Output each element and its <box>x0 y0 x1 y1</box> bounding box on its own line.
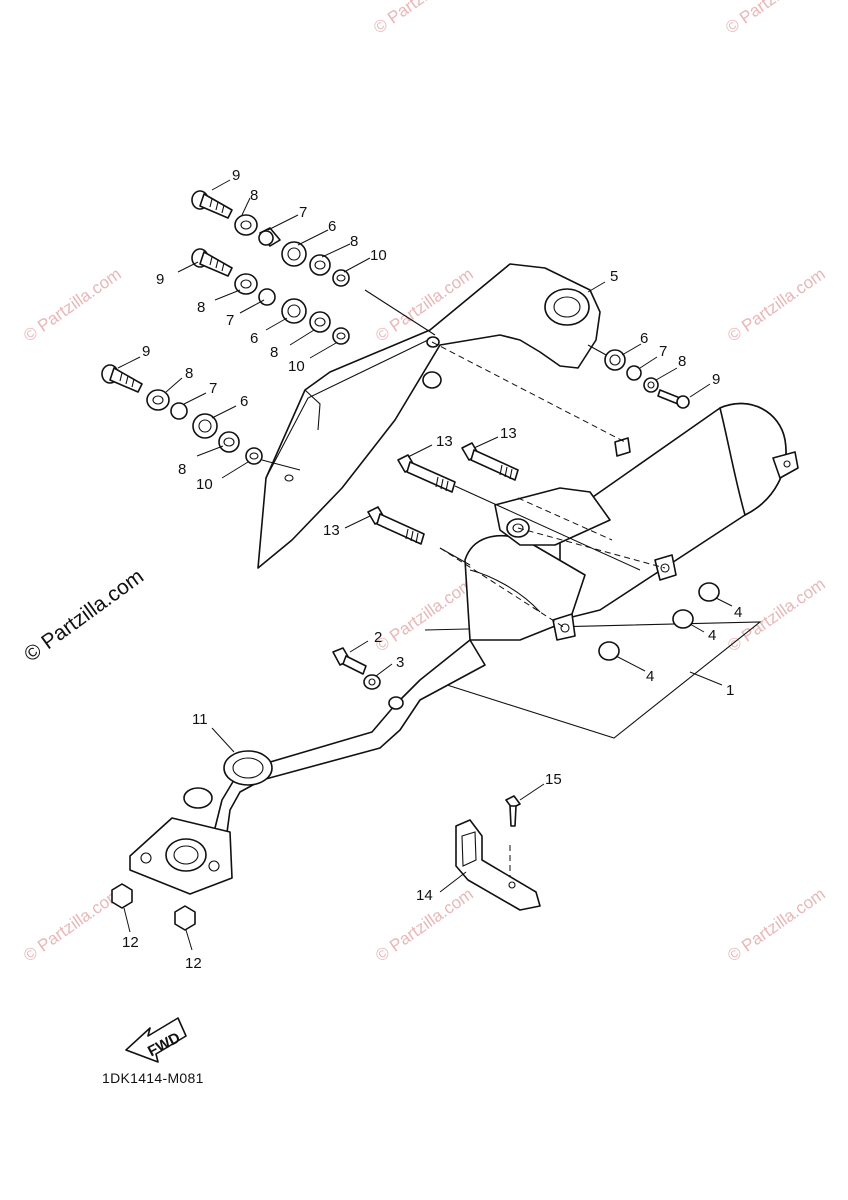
callout-8: 8 <box>185 365 193 382</box>
callout-2: 2 <box>374 629 382 646</box>
washer-8-middle-b[interactable] <box>309 311 331 333</box>
assembly-line <box>261 459 301 471</box>
washer-10-lower[interactable] <box>245 447 263 465</box>
collar-7-lower[interactable] <box>170 402 188 420</box>
callout-13: 13 <box>323 522 340 539</box>
callout-8: 8 <box>678 353 686 370</box>
washer-10-middle[interactable] <box>332 327 350 345</box>
callout-8: 8 <box>270 344 278 361</box>
callout-4: 4 <box>708 627 716 644</box>
bolt-13-upper-right[interactable] <box>461 442 519 481</box>
washer-8-upper-b[interactable] <box>309 254 331 276</box>
callout-14: 14 <box>416 887 433 904</box>
heat-guard-14[interactable] <box>455 819 541 911</box>
callout-12: 12 <box>122 934 139 951</box>
callout-9: 9 <box>156 271 164 288</box>
damper-6-middle[interactable] <box>281 298 307 324</box>
callout-4: 4 <box>646 668 654 685</box>
washer-8-upper[interactable] <box>234 214 258 236</box>
assembly-line <box>587 344 609 357</box>
callout-8: 8 <box>250 187 258 204</box>
callout-10: 10 <box>288 358 305 375</box>
callout-4: 4 <box>734 604 742 621</box>
screw-15[interactable] <box>505 795 521 827</box>
assembly-line <box>439 547 471 566</box>
callout-13: 13 <box>500 425 517 442</box>
callout-leaders <box>117 179 733 951</box>
bolt-2[interactable] <box>332 647 367 675</box>
damper-6-lower[interactable] <box>192 413 218 439</box>
callout-numbers: 9 8 7 6 8 10 9 8 7 6 8 10 9 8 7 6 8 10 5… <box>122 167 742 972</box>
callout-8: 8 <box>350 233 358 250</box>
damper-4-b[interactable] <box>672 609 694 629</box>
callout-6: 6 <box>640 330 648 347</box>
damper-6-right[interactable] <box>604 349 626 371</box>
assembly-line <box>364 289 436 336</box>
callout-15: 15 <box>545 771 562 788</box>
callout-10: 10 <box>370 247 387 264</box>
forward-arrow-icon: FWD <box>125 1017 187 1063</box>
diagram-code: 1DK1414-M081 <box>102 1070 204 1086</box>
callout-7: 7 <box>659 343 667 360</box>
callout-10: 10 <box>196 476 213 493</box>
callout-7: 7 <box>226 312 234 329</box>
callout-6: 6 <box>250 330 258 347</box>
washer-8-lower[interactable] <box>146 389 170 411</box>
washer-8-middle[interactable] <box>234 273 258 295</box>
nut-12-right[interactable] <box>174 905 196 931</box>
bolt-9-lower[interactable] <box>101 364 143 393</box>
nut-12-left[interactable] <box>111 883 133 909</box>
bolt-13-lower[interactable] <box>367 506 425 545</box>
collar-7-middle[interactable] <box>258 288 276 306</box>
bolt-9-upper[interactable] <box>191 190 233 219</box>
callout-8: 8 <box>178 461 186 478</box>
collar-7-upper[interactable] <box>258 227 281 247</box>
callout-12: 12 <box>185 955 202 972</box>
bolt-13-upper-left[interactable] <box>397 454 456 493</box>
alignment-line <box>517 497 613 541</box>
muffler-assembly[interactable] <box>129 402 799 895</box>
damper-4-a[interactable] <box>698 582 720 602</box>
callout-7: 7 <box>299 204 307 221</box>
callout-6: 6 <box>328 218 336 235</box>
callout-9: 9 <box>712 371 720 388</box>
bolt-9-right[interactable] <box>657 389 690 409</box>
washer-8-lower-b[interactable] <box>218 431 240 453</box>
callout-3: 3 <box>396 654 404 671</box>
callout-8: 8 <box>197 299 205 316</box>
alignment-line <box>431 341 626 443</box>
washer-8-right[interactable] <box>643 377 659 393</box>
callout-11: 11 <box>192 711 208 728</box>
damper-6-upper[interactable] <box>281 241 307 267</box>
washer-10-upper[interactable] <box>332 269 350 287</box>
callout-7: 7 <box>209 380 217 397</box>
assembly-outline <box>424 621 762 739</box>
bolt-9-middle[interactable] <box>191 248 233 277</box>
callout-9: 9 <box>232 167 240 184</box>
washer-3[interactable] <box>363 674 381 690</box>
callout-5: 5 <box>610 268 618 285</box>
alignment-line <box>517 527 666 569</box>
callout-1: 1 <box>726 682 734 699</box>
callout-6: 6 <box>240 393 248 410</box>
alignment-line <box>439 547 566 629</box>
callout-9: 9 <box>142 343 150 360</box>
callout-13: 13 <box>436 433 453 450</box>
collar-7-right[interactable] <box>626 365 642 381</box>
assembly-line <box>454 485 641 571</box>
damper-4-c[interactable] <box>598 641 620 661</box>
